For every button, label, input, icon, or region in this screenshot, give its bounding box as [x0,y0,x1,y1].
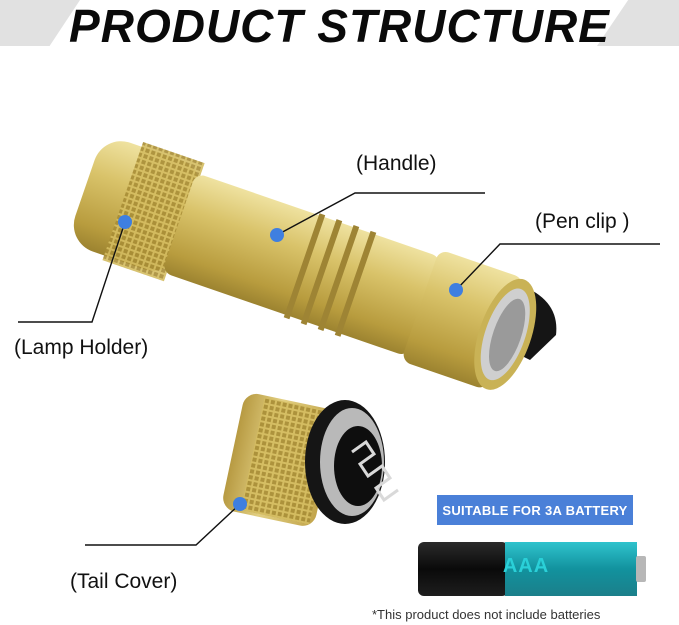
handle-marker [270,228,284,242]
lamp-holder-leader [18,221,126,323]
tail-cover [223,393,399,526]
tail-cover-marker [233,497,247,511]
lamp-holder-label: (Lamp Holder) [14,336,149,359]
handle-leader [276,192,485,236]
pen-clip-leader [455,243,660,291]
pen-clip-marker [449,283,463,297]
lamp-holder-marker [118,215,132,229]
battery-disclaimer: *This product does not include batteries [372,607,601,622]
flashlight-body [73,141,537,390]
page-title: PRODUCT STRUCTURE [69,0,610,52]
leader-lines [18,192,660,546]
battery-type-label: AAA [502,555,550,577]
handle-label: (Handle) [356,152,437,175]
aaa-battery [418,542,646,596]
tail-cover-label: (Tail Cover) [70,570,178,593]
tail-cover-leader [85,503,241,546]
pen-clip-label: (Pen clip ) [535,210,630,233]
battery-compatibility-badge: SUITABLE FOR 3A BATTERY [437,495,633,525]
